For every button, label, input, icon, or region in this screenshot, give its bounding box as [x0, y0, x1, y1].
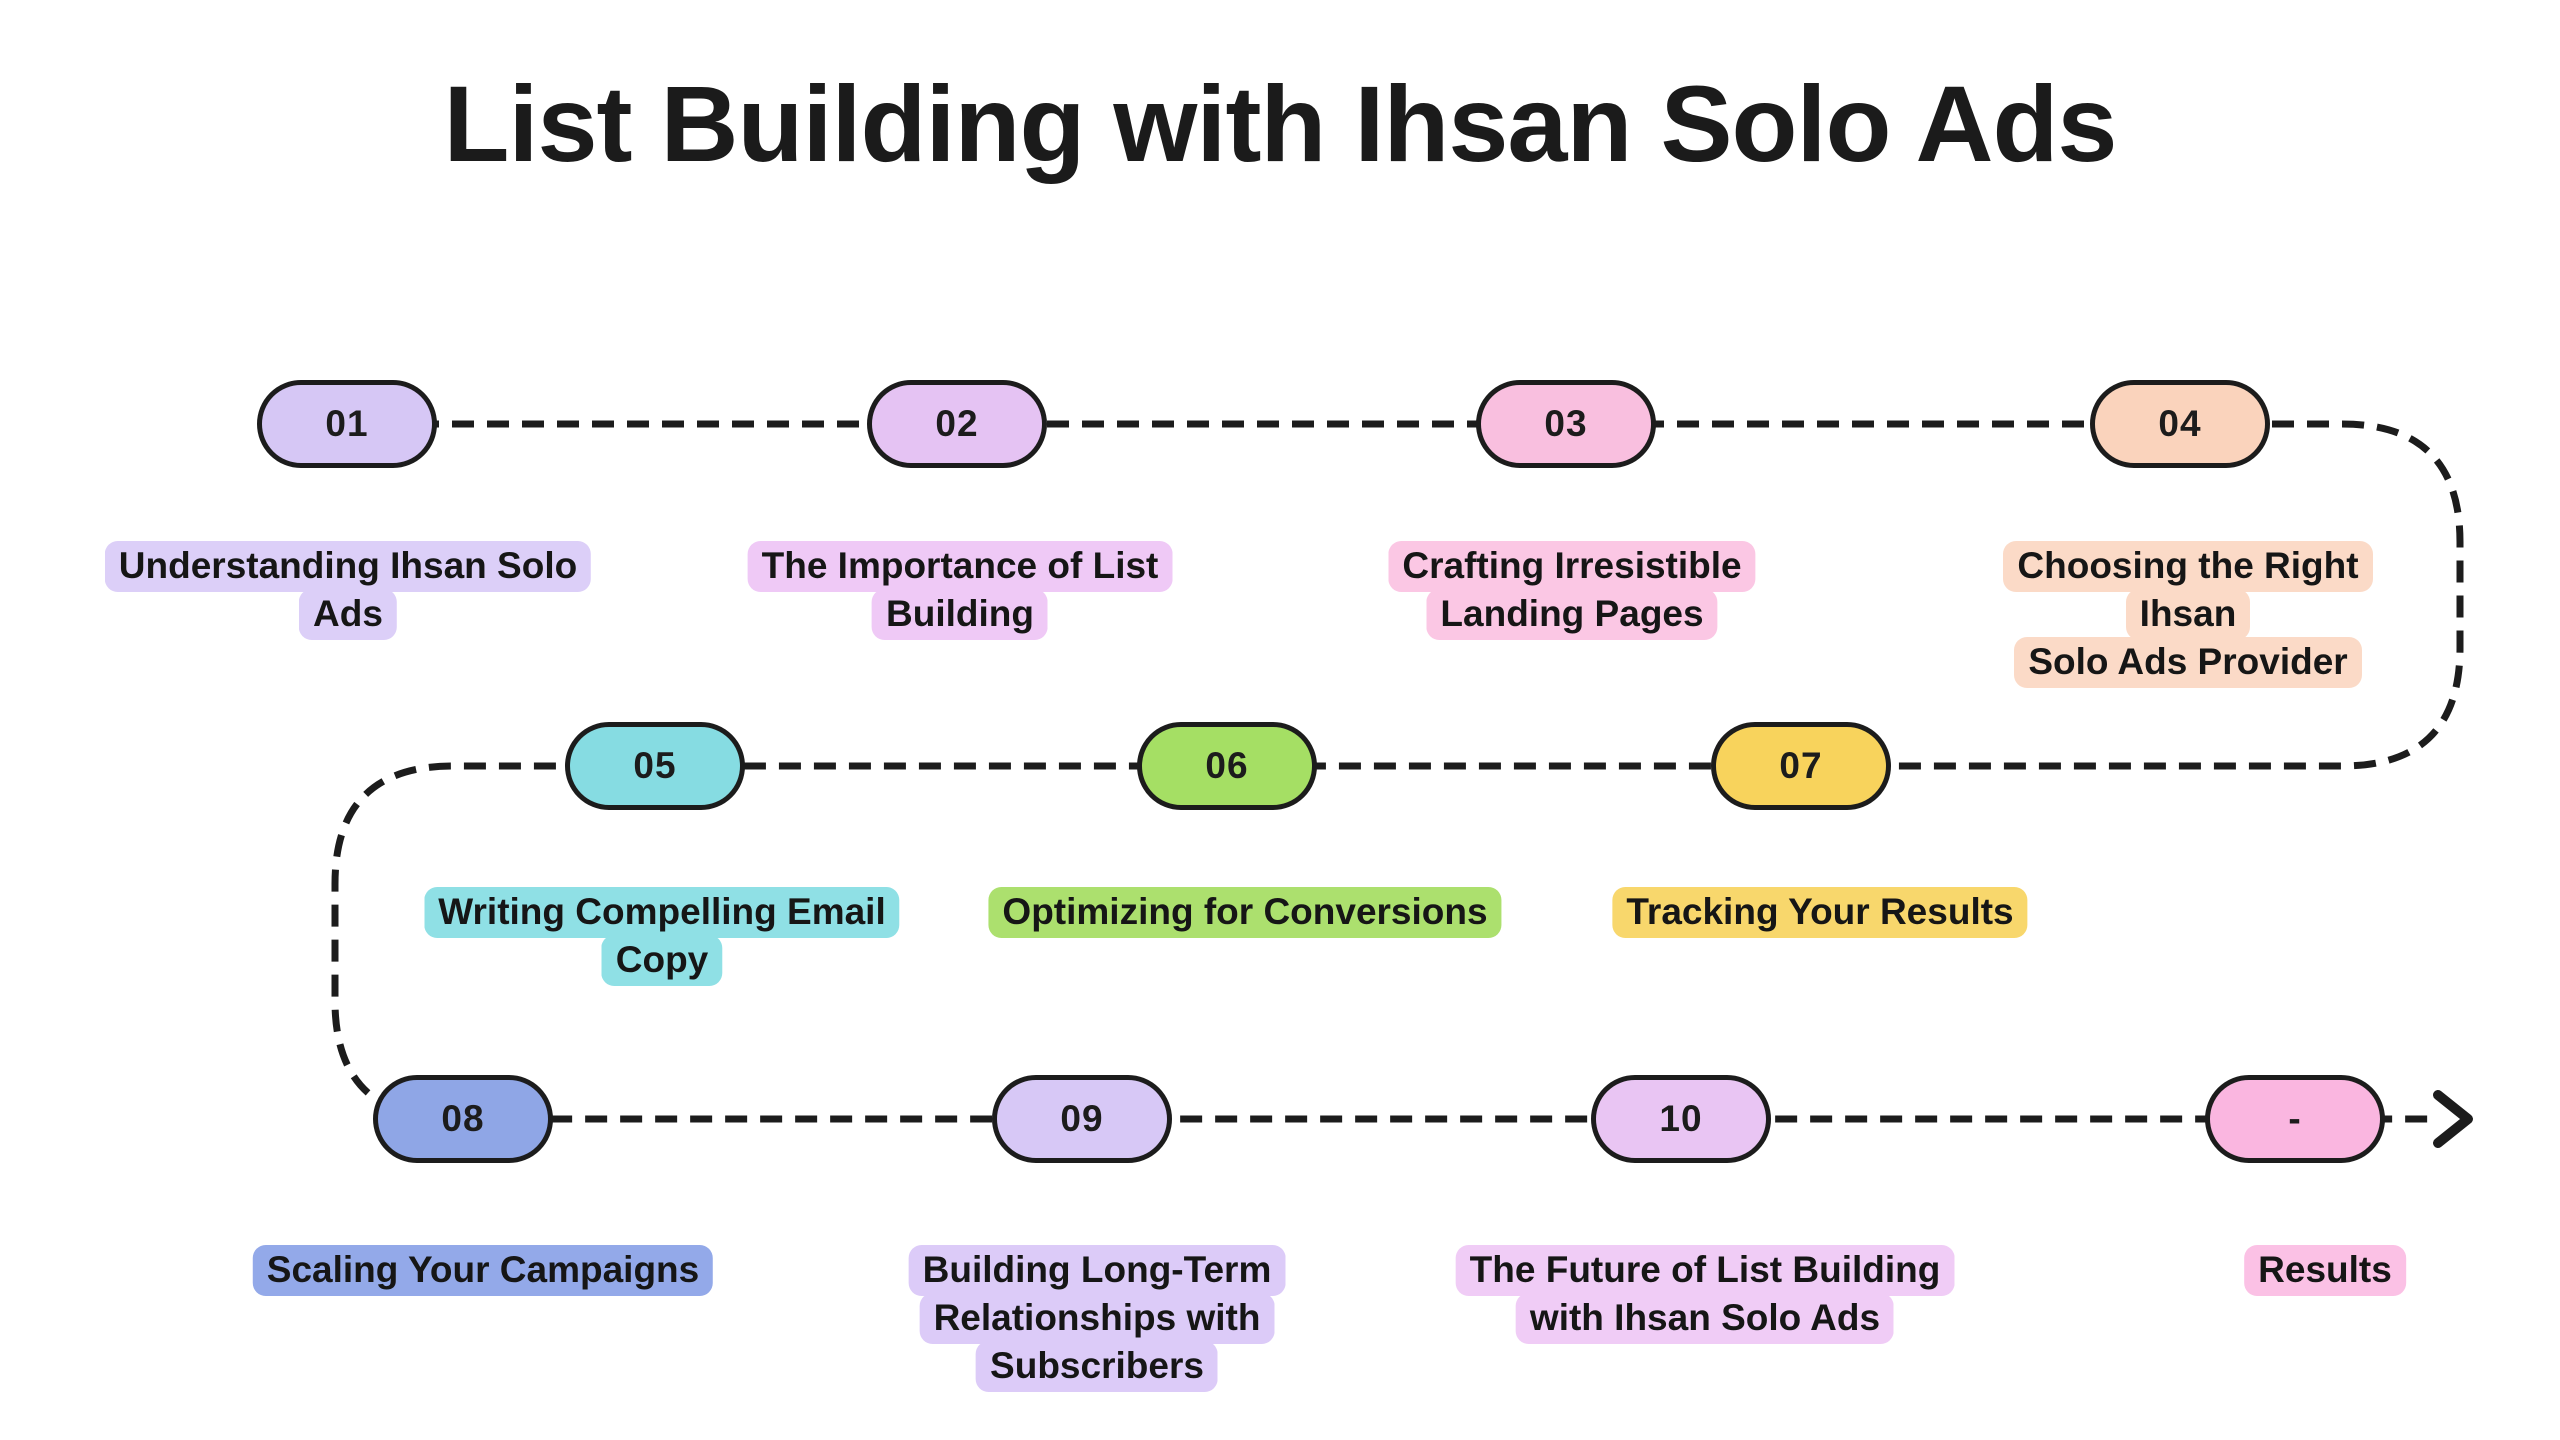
connector-path: [331, 420, 2464, 1123]
step-label-03: Crafting Irresistible Landing Pages: [1388, 541, 1756, 640]
step-label-05: Writing Compelling Email Copy: [424, 887, 900, 986]
step-number-05: 05: [633, 745, 677, 786]
step-label-02: The Importance of List Building: [747, 541, 1173, 640]
step-pill-03: 03: [1476, 380, 1656, 468]
page-title: List Building with Ihsan Solo Ads: [443, 63, 2118, 184]
step-pill-10: 10: [1591, 1075, 1771, 1163]
step-number-results: -: [2288, 1098, 2302, 1139]
step-label-01: Understanding Ihsan Solo Ads: [104, 541, 592, 640]
step-label-06: Optimizing for Conversions: [988, 887, 1502, 938]
step-pill-08: 08: [373, 1075, 553, 1163]
step-pill-04: 04: [2090, 380, 2270, 468]
step-number-01: 01: [325, 403, 369, 444]
step-label-10: The Future of List Building with Ihsan S…: [1455, 1245, 1955, 1344]
step-label-text-results: Results: [2244, 1245, 2406, 1296]
step-label-text-09: Building Long-Term Relationships with Su…: [908, 1245, 1286, 1392]
step-label-text-06: Optimizing for Conversions: [988, 887, 1502, 938]
step-number-10: 10: [1659, 1098, 1703, 1139]
step-number-08: 08: [441, 1098, 485, 1139]
step-label-text-03: Crafting Irresistible Landing Pages: [1388, 541, 1756, 640]
step-label-07: Tracking Your Results: [1612, 887, 2028, 938]
step-pill-06: 06: [1137, 722, 1317, 810]
step-label-text-08: Scaling Your Campaigns: [252, 1245, 714, 1296]
step-pill-07: 07: [1711, 722, 1891, 810]
step-label-04: Choosing the Right Ihsan Solo Ads Provid…: [2002, 541, 2374, 688]
step-label-08: Scaling Your Campaigns: [252, 1245, 714, 1296]
step-number-02: 02: [935, 403, 979, 444]
step-number-07: 07: [1779, 745, 1823, 786]
step-label-text-05: Writing Compelling Email Copy: [424, 887, 900, 986]
step-label-results: Results: [2244, 1245, 2406, 1296]
step-number-09: 09: [1060, 1098, 1104, 1139]
step-label-text-01: Understanding Ihsan Solo Ads: [104, 541, 592, 640]
arrowhead-icon: [2433, 1090, 2473, 1148]
step-pill-results: -: [2205, 1075, 2385, 1163]
step-label-text-10: The Future of List Building with Ihsan S…: [1455, 1245, 1955, 1344]
step-pill-05: 05: [565, 722, 745, 810]
step-pill-02: 02: [867, 380, 1047, 468]
step-label-text-04: Choosing the Right Ihsan Solo Ads Provid…: [2003, 541, 2373, 688]
step-number-06: 06: [1205, 745, 1249, 786]
step-label-text-02: The Importance of List Building: [747, 541, 1173, 640]
step-pill-01: 01: [257, 380, 437, 468]
step-label-text-07: Tracking Your Results: [1612, 887, 2028, 938]
step-number-04: 04: [2158, 403, 2202, 444]
step-label-09: Building Long-Term Relationships with Su…: [908, 1245, 1286, 1392]
step-number-03: 03: [1544, 403, 1588, 444]
step-pill-09: 09: [992, 1075, 1172, 1163]
